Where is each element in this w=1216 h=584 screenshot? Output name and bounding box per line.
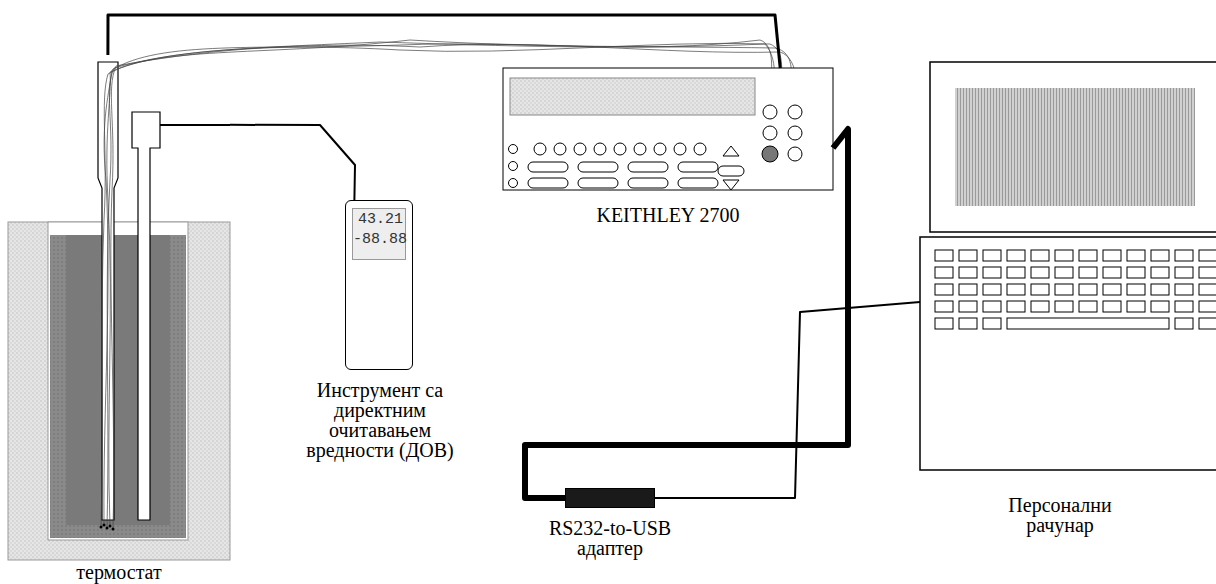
apparatus-node: RS232-to-USB адаптер: [540, 488, 680, 564]
device-label: RS232-to-USB адаптер: [540, 518, 680, 558]
apparatus-node: термостат: [8, 55, 230, 584]
multimeter-front: [503, 68, 833, 190]
device-label: Персонални рачунар: [990, 495, 1130, 535]
apparatus-node: 43.21 -88.88Инструмент са директним очита…: [300, 200, 460, 490]
display-reading: -88.88: [349, 232, 407, 247]
display-reading: 43.21: [353, 212, 403, 227]
cable: [680, 302, 920, 498]
probes: [98, 62, 230, 520]
device-label: Инструмент са директним очитавањем вредн…: [300, 380, 460, 460]
apparatus-node: KEITHLEY 2700: [503, 68, 833, 228]
cable: [230, 125, 355, 200]
thermocouple-wires: [100, 40, 797, 531]
apparatus-node: Персонални рачунар: [920, 62, 1216, 542]
device-label: KEITHLEY 2700: [503, 205, 833, 225]
cable: [108, 15, 780, 68]
computer-illustration: [920, 62, 1216, 470]
adapter-body: [565, 488, 655, 508]
thermostat-vessel: [8, 222, 230, 560]
device-label: термостат: [8, 562, 230, 582]
